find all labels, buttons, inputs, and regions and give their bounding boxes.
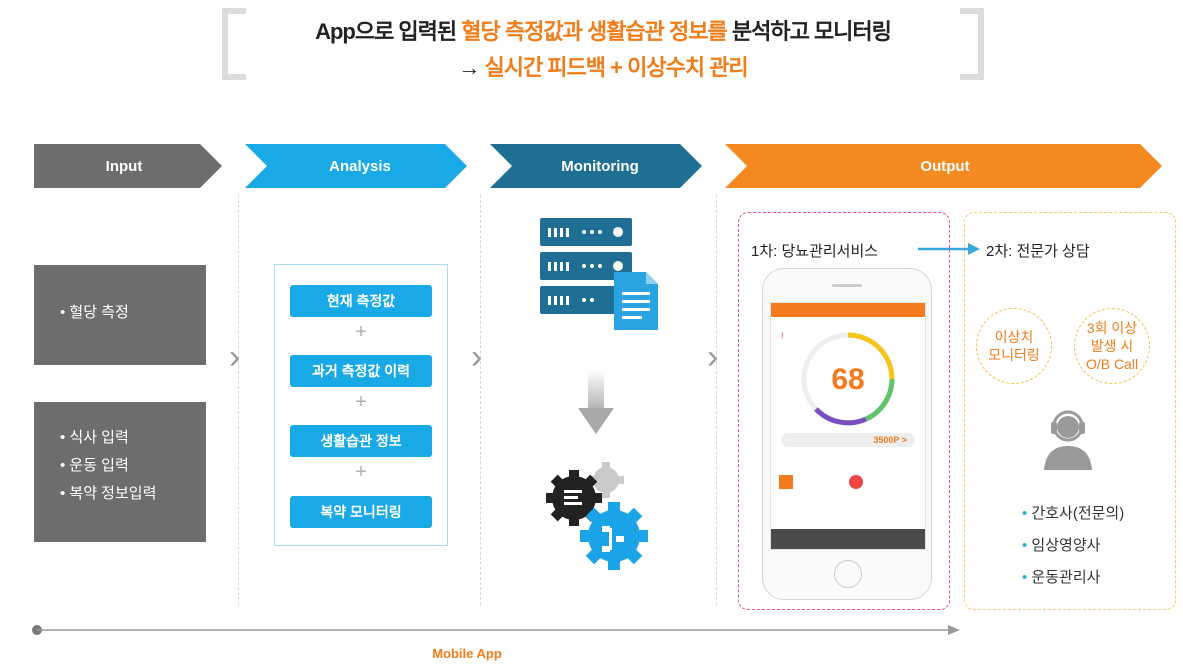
title-line-2: → 실시간 피드백 + 이상수치 관리 <box>250 50 956 82</box>
svg-text:!: ! <box>781 331 784 341</box>
mobile-app-label: Mobile App <box>432 646 502 661</box>
input-item: • 혈당 측정 <box>60 304 129 321</box>
separator <box>238 195 239 605</box>
service-2-label: 2차: 전문가 상담 <box>986 243 1090 260</box>
analysis-item: 현재 측정값 <box>290 285 432 317</box>
input-list-1: • 혈당 측정 <box>34 265 206 327</box>
separator <box>480 195 481 605</box>
title-highlight-2: 실시간 피드백 + 이상수치 관리 <box>484 55 748 80</box>
primary-service-frame <box>738 212 950 610</box>
analysis-item: 생활습관 정보 <box>290 425 432 457</box>
staff-item: 운동관리사 <box>1022 562 1124 594</box>
timeline-arrow <box>32 625 960 635</box>
score-gauge: ! <box>781 331 895 426</box>
staff-item: 간호사(전문의) <box>1022 498 1124 530</box>
phone-info-row <box>779 475 917 491</box>
service-1-label: 1차: 당뇨관리서비스 <box>751 243 879 260</box>
title-arrow: → <box>458 55 485 80</box>
title-highlight: 혈당 측정값과 생활습관 정보를 <box>461 19 727 44</box>
phone-home-button <box>834 560 862 588</box>
point-badge: 3500P > <box>781 433 915 447</box>
stage-header-bar <box>34 144 1162 188</box>
stage-label-monitoring: Monitoring <box>561 157 639 175</box>
title-text: App으로 입력된 <box>315 19 462 44</box>
title-bracket-left <box>222 8 246 80</box>
stage-label-analysis: Analysis <box>329 157 391 175</box>
input-item: • 복약 정보입력 <box>60 485 157 502</box>
input-item: • 운동 입력 <box>60 457 129 474</box>
input-box-lifestyle: • 식사 입력 • 운동 입력 • 복약 정보입력 <box>34 402 206 542</box>
chevron-right-icon: › <box>229 338 241 376</box>
phone-screen: ! 68 3500P > <box>770 302 926 550</box>
phone-status-bar <box>771 303 925 317</box>
analysis-item: 과거 측정값 이력 <box>290 355 432 387</box>
input-chevron <box>34 144 222 188</box>
analysis-item: 복약 모니터링 <box>290 496 432 528</box>
title-line-1: App으로 입력된 혈당 측정값과 생활습관 정보를 분석하고 모니터링 <box>250 14 956 46</box>
consultant-headset-icon <box>1044 410 1092 470</box>
plus-icon: + <box>355 391 367 413</box>
monitoring-chevron <box>490 144 702 188</box>
analysis-frame <box>274 264 448 546</box>
gears-icon <box>546 462 648 570</box>
down-arrow-icon <box>578 370 614 434</box>
separator <box>716 195 717 605</box>
document-icon <box>614 272 658 330</box>
staff-list: 간호사(전문의)임상영양사운동관리사 <box>1022 498 1124 594</box>
arrow-right-icon <box>918 243 980 255</box>
output-chevron <box>725 144 1162 188</box>
input-box-glucose: • 혈당 측정 <box>34 265 206 365</box>
plus-icon: + <box>355 461 367 483</box>
phone-tab-bar <box>771 529 925 549</box>
server-icon <box>540 218 658 330</box>
title-bracket-right <box>960 8 984 80</box>
phone-speaker <box>832 284 862 287</box>
stage-label-input: Input <box>105 157 143 175</box>
plus-icon: + <box>355 321 367 343</box>
secondary-service-frame <box>964 212 1176 610</box>
input-list-2: • 식사 입력 • 운동 입력 • 복약 정보입력 <box>34 402 206 508</box>
title-text-post: 분석하고 모니터링 <box>726 19 892 44</box>
staff-item: 임상영양사 <box>1022 530 1124 562</box>
chevron-right-icon: › <box>707 338 719 376</box>
stage-label-output: Output <box>920 157 970 175</box>
input-item: • 식사 입력 <box>60 429 129 446</box>
chevron-right-icon: › <box>471 338 483 376</box>
score-value: 68 <box>831 363 865 396</box>
analysis-chevron <box>245 144 467 188</box>
